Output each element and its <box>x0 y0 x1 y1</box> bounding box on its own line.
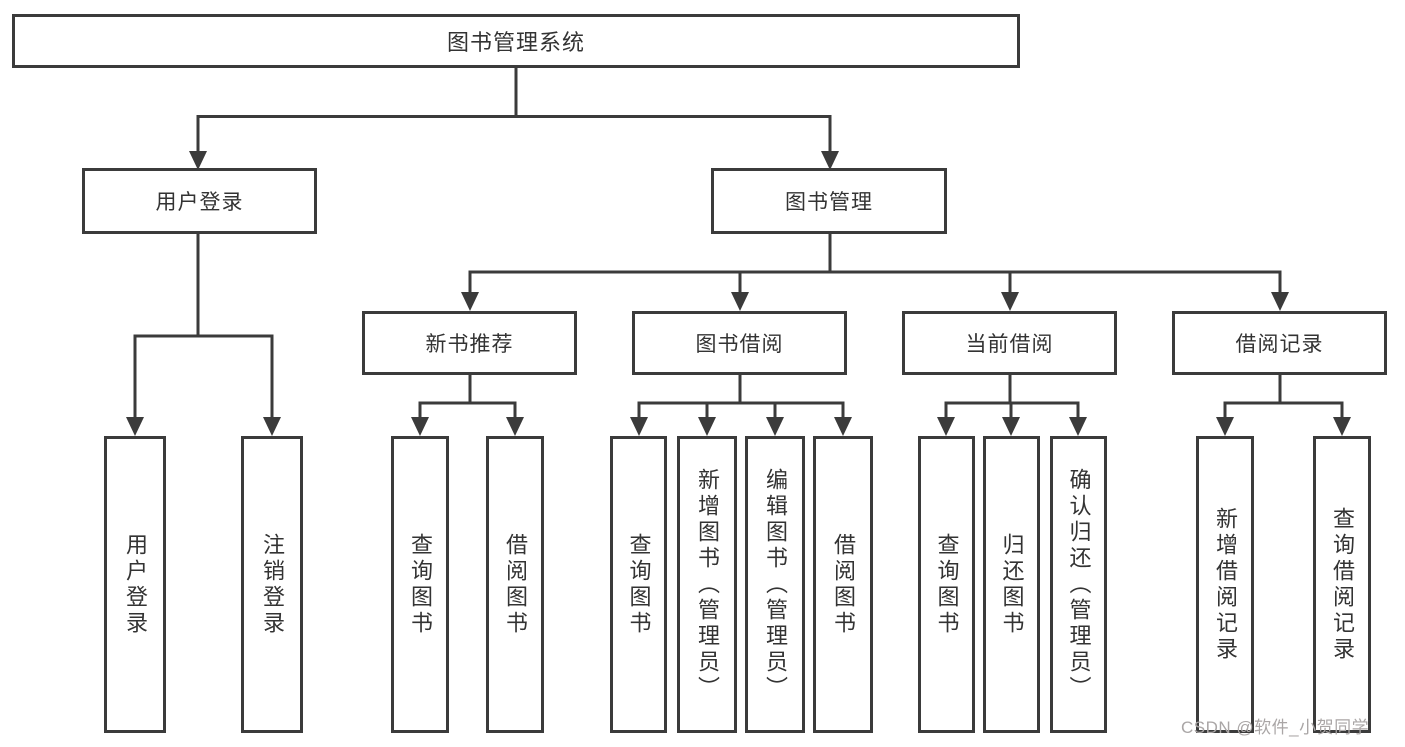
leaf-label: 查询图书 <box>934 532 960 637</box>
leaf-label: 用户登录 <box>123 532 148 637</box>
leaf-borrow-books-borrowing: 借阅图书 <box>813 436 873 733</box>
leaf-query-books-recommend: 查询图书 <box>391 436 449 733</box>
node-new-book-recommendation: 新书推荐 <box>362 311 577 375</box>
leaf-logout: 注销登录 <box>241 436 303 733</box>
node-borrowing-records: 借阅记录 <box>1172 311 1387 375</box>
watermark: CSDN @软件_小贺同学 <box>1181 718 1370 737</box>
leaf-return-book: 归还图书 <box>983 436 1040 733</box>
leaf-label: 查询图书 <box>626 532 652 637</box>
node-current-borrowing: 当前借阅 <box>902 311 1117 375</box>
leaf-borrow-books-recommend: 借阅图书 <box>486 436 544 733</box>
leaf-add-borrow-record: 新增借阅记录 <box>1196 436 1254 733</box>
tree-edges <box>133 68 1344 420</box>
leaf-query-books-current: 查询图书 <box>918 436 975 733</box>
leaf-label: 查询图书 <box>408 532 433 637</box>
leaf-label: 新增借阅记录 <box>1213 506 1238 663</box>
leaf-label: 归还图书 <box>999 532 1025 637</box>
leaf-label: 借阅图书 <box>831 532 856 637</box>
leaf-label: 新增图书（管理员） <box>695 467 720 702</box>
leaf-label: 编辑图书（管理员） <box>763 467 788 702</box>
leaf-user-login: 用户登录 <box>104 436 166 733</box>
leaf-confirm-return-admin: 确认归还（管理员） <box>1050 436 1107 733</box>
leaf-query-books-borrowing: 查询图书 <box>610 436 667 733</box>
leaf-label: 查询借阅记录 <box>1330 506 1355 663</box>
node-book-borrowing: 图书借阅 <box>632 311 847 375</box>
leaf-edit-book-admin: 编辑图书（管理员） <box>745 436 805 733</box>
leaf-label: 确认归还（管理员） <box>1066 467 1092 702</box>
node-user-login: 用户登录 <box>82 168 317 234</box>
arrowheads <box>126 151 1351 436</box>
node-library-management-system: 图书管理系统 <box>12 14 1020 68</box>
node-book-management: 图书管理 <box>711 168 947 234</box>
leaf-label: 借阅图书 <box>503 532 528 637</box>
leaf-label: 注销登录 <box>260 532 285 637</box>
leaf-query-borrow-record: 查询借阅记录 <box>1313 436 1371 733</box>
leaf-add-book-admin: 新增图书（管理员） <box>677 436 737 733</box>
